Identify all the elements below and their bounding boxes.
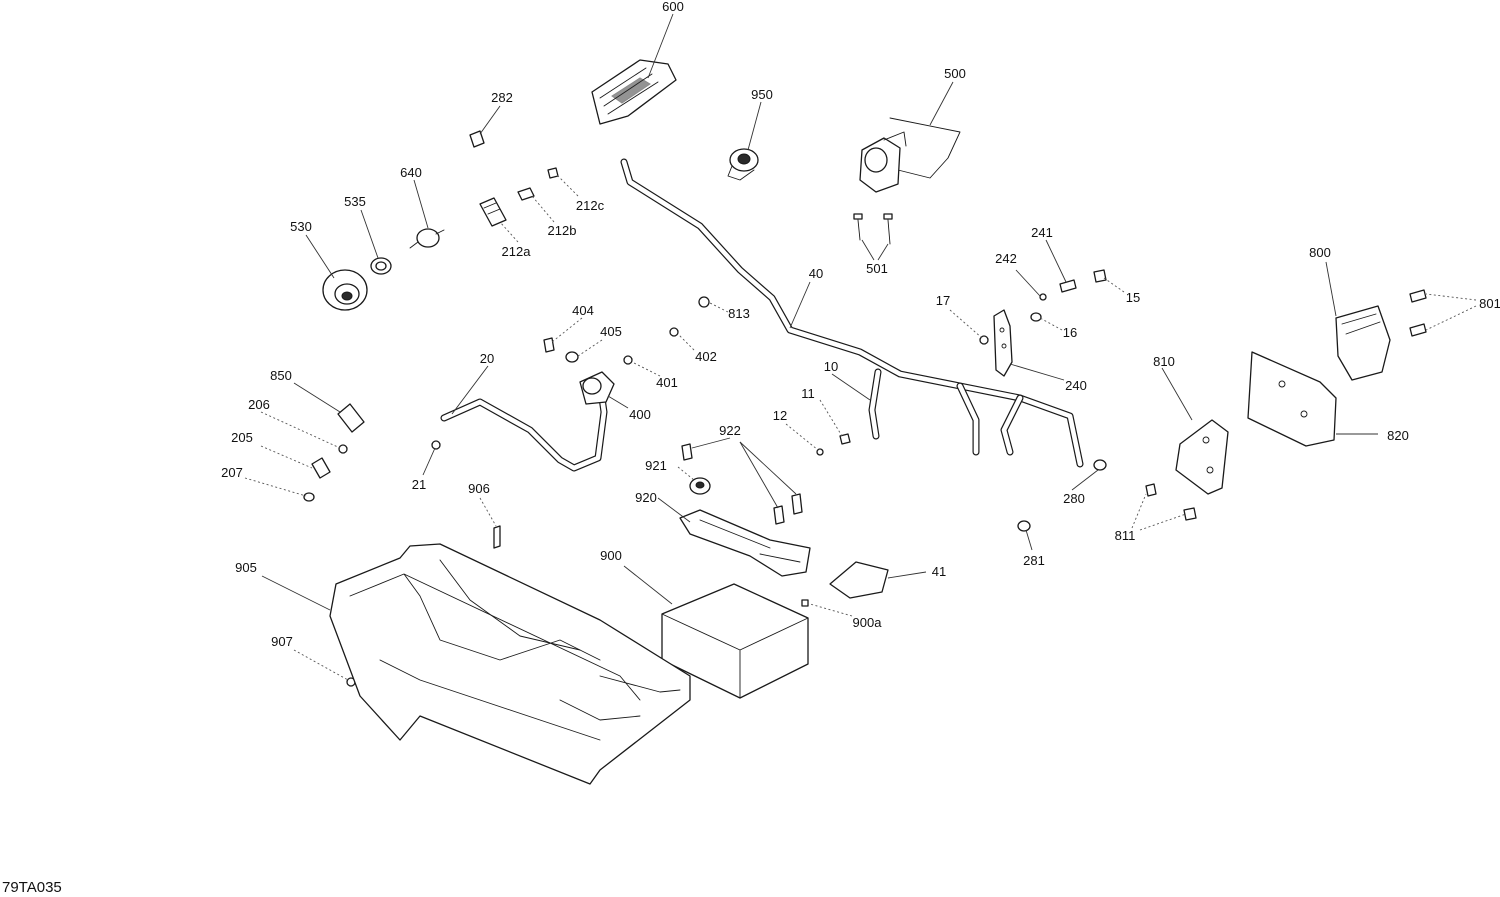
- part-600-module: [591, 59, 677, 125]
- part-205-clip: [311, 457, 331, 479]
- callout-11: 11: [801, 386, 815, 401]
- part-530-socket: [322, 269, 368, 311]
- callout-600: 600: [662, 0, 684, 14]
- part-900a-screw: [801, 599, 809, 607]
- callout-20: 20: [480, 351, 494, 366]
- callout-212c: 212c: [576, 198, 605, 213]
- callout-800: 800: [1309, 245, 1331, 260]
- callout-401: 401: [656, 375, 678, 390]
- part-212b-fuse: [517, 187, 535, 201]
- part-400-solenoid: [579, 371, 615, 405]
- callout-405: 405: [600, 324, 622, 339]
- part-40-harness: [620, 158, 1084, 468]
- part-820-plate: [1247, 351, 1337, 447]
- callout-21: 21: [412, 477, 426, 492]
- part-801-screws: [1409, 289, 1427, 337]
- callout-950: 950: [751, 87, 773, 102]
- callout-920: 920: [635, 490, 657, 505]
- callout-16: 16: [1063, 325, 1077, 340]
- part-10-ground-strap: [868, 368, 882, 440]
- callout-212b: 212b: [548, 223, 577, 238]
- callout-501: 501: [866, 261, 888, 276]
- callout-15: 15: [1126, 290, 1140, 305]
- part-920-hold-down: [679, 509, 811, 577]
- callout-905: 905: [235, 560, 257, 575]
- callout-500: 500: [944, 66, 966, 81]
- leader-lines: [244, 13, 1477, 681]
- bracket-screws: [1017, 459, 1197, 532]
- part-535-ring: [370, 257, 392, 275]
- callout-40: 40: [809, 266, 823, 281]
- callout-400: 400: [629, 407, 651, 422]
- callout-900a: 900a: [853, 615, 883, 630]
- callout-240: 240: [1065, 378, 1087, 393]
- callout-labels: 600 282 950 500 640 535 530 212c 212b 21…: [221, 0, 1500, 649]
- bracket-hardware: [979, 269, 1107, 345]
- callout-811: 811: [1115, 528, 1136, 543]
- part-501-bolts: [853, 213, 893, 245]
- callout-921: 921: [645, 458, 667, 473]
- callout-241: 241: [1031, 225, 1053, 240]
- callout-242: 242: [995, 251, 1017, 266]
- drawing-reference: 79TA035: [2, 879, 62, 896]
- callout-206: 206: [248, 397, 270, 412]
- part-212c-fuse: [547, 167, 559, 179]
- part-850-connector: [337, 403, 365, 433]
- part-41-terminal-cover: [829, 561, 889, 599]
- callout-530: 530: [290, 219, 312, 234]
- part-810-bracket: [1175, 419, 1229, 495]
- part-282-connector: [469, 130, 485, 148]
- callout-906: 906: [468, 481, 490, 496]
- callout-41: 41: [932, 564, 946, 579]
- callout-801: 801: [1479, 296, 1500, 311]
- callout-280: 280: [1063, 491, 1085, 506]
- callout-922: 922: [719, 423, 741, 438]
- part-950-switch: [727, 148, 759, 181]
- part-20-battery-cable: [440, 380, 608, 472]
- callout-207: 207: [221, 465, 243, 480]
- part-905-tray: [329, 543, 691, 785]
- part-640-connector: [409, 228, 445, 249]
- callout-813: 813: [728, 306, 750, 321]
- small-hardware: [303, 296, 851, 687]
- callout-10: 10: [824, 359, 838, 374]
- part-921-922-fasteners: [681, 443, 803, 525]
- callout-205: 205: [231, 430, 253, 445]
- callout-12: 12: [773, 408, 787, 423]
- callout-810: 810: [1153, 354, 1175, 369]
- callout-404: 404: [572, 303, 594, 318]
- callout-402: 402: [695, 349, 717, 364]
- callout-281: 281: [1023, 553, 1045, 568]
- callout-850: 850: [270, 368, 292, 383]
- callout-907: 907: [271, 634, 293, 649]
- callout-212a: 212a: [502, 244, 532, 259]
- part-500-relay-box: [859, 117, 961, 193]
- part-240-bracket: [993, 309, 1013, 377]
- callout-17: 17: [936, 293, 950, 308]
- part-800-ecu: [1335, 305, 1391, 381]
- callout-535: 535: [344, 194, 366, 209]
- callout-640: 640: [400, 165, 422, 180]
- callout-282: 282: [491, 90, 513, 105]
- callout-900: 900: [600, 548, 622, 563]
- callout-820: 820: [1387, 428, 1409, 443]
- part-212a-relay: [479, 197, 507, 227]
